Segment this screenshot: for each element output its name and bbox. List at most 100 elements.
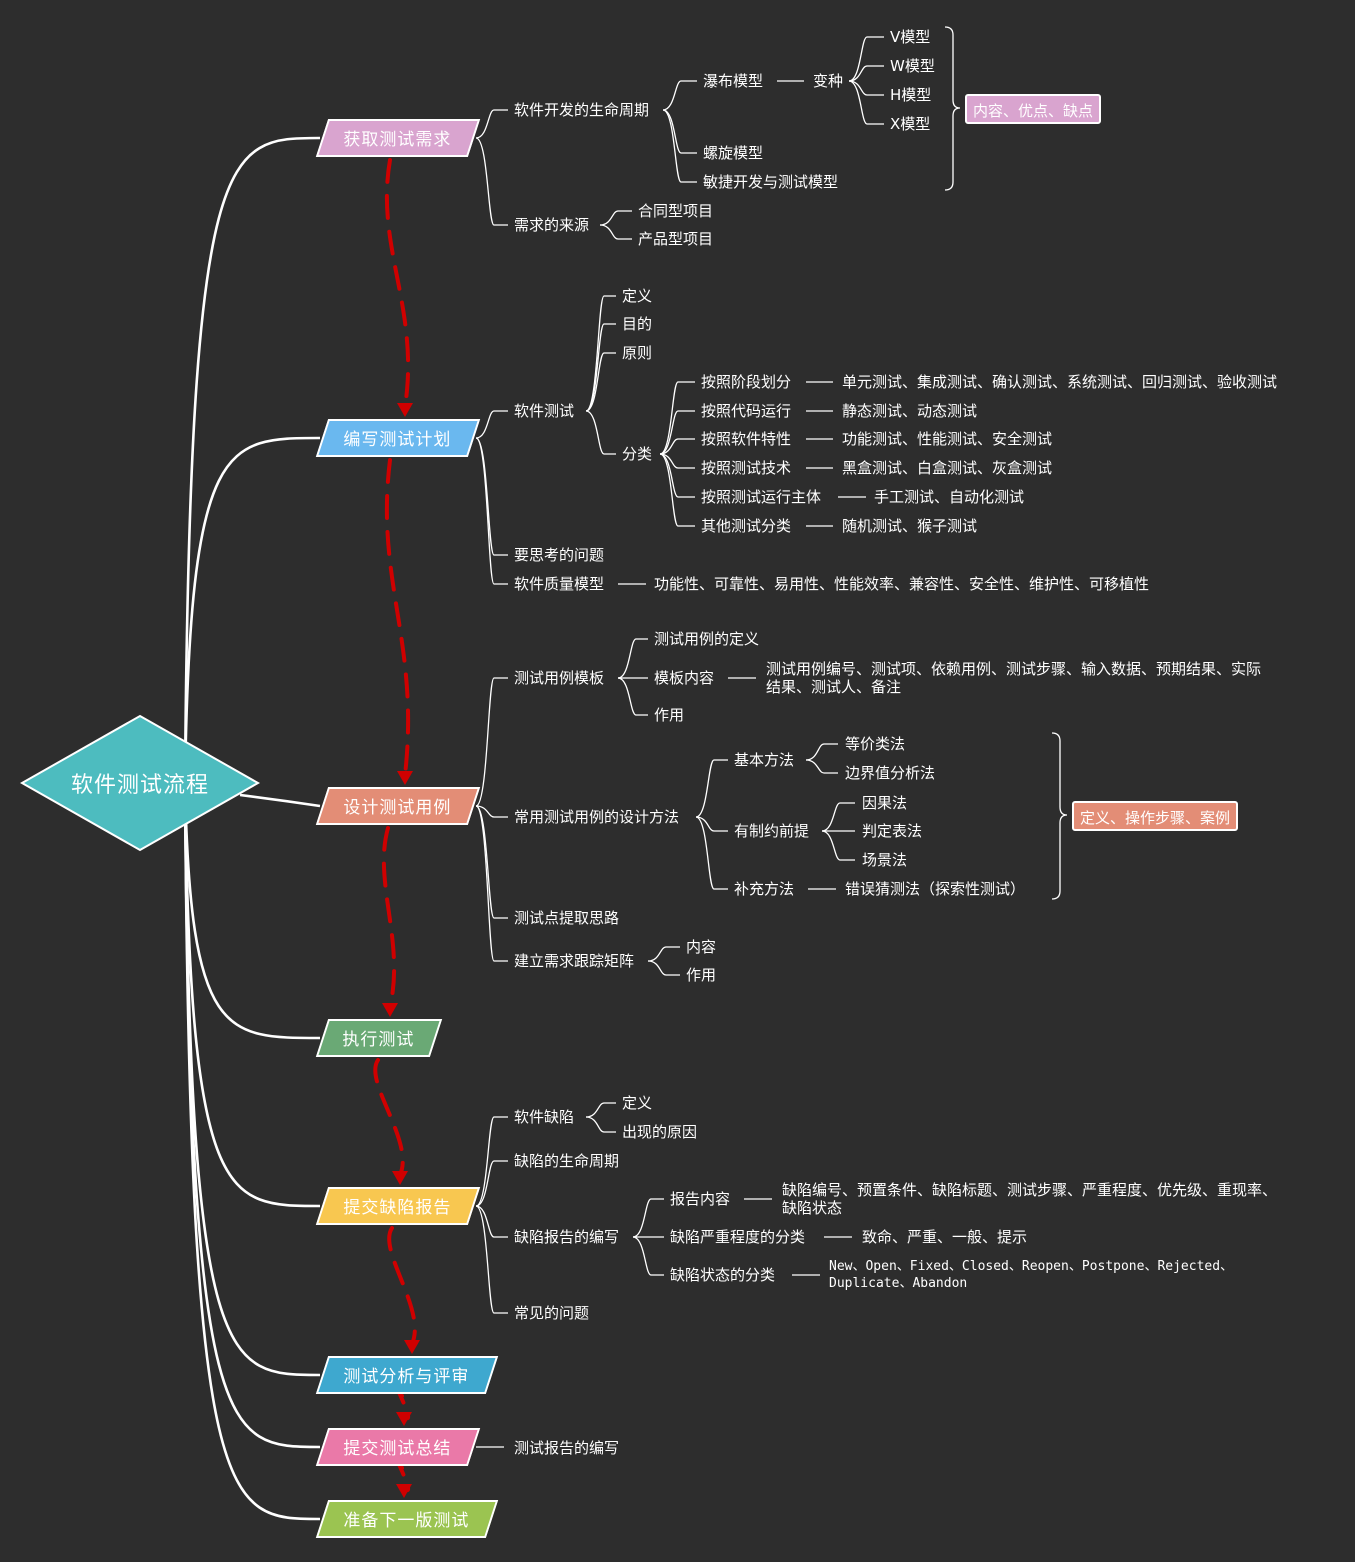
topic-w-model[interactable]: W模型 — [890, 57, 935, 75]
topic-defect-def[interactable]: 定义 — [622, 1094, 653, 1112]
topic-principle[interactable]: 原则 — [622, 344, 653, 362]
basic-fork — [805, 743, 838, 761]
flow-arrow-line — [387, 1226, 417, 1346]
topic-agile[interactable]: 敏捷开发与测试模型 — [703, 173, 839, 191]
topic-error-guess[interactable]: 错误猜测法（探索性测试） — [845, 880, 1026, 898]
topic-quality-model[interactable]: 软件质量模型 — [514, 575, 605, 593]
topic-template-content-values[interactable]: 测试用例编号、测试项、依赖用例、测试步骤、输入数据、预期结果、实际结果、测试人、… — [766, 660, 1262, 696]
methods-brace — [1051, 732, 1068, 900]
stage5-fork — [475, 1160, 508, 1207]
stage-submit-defect-report[interactable]: 提交缺陷报告 — [315, 1187, 481, 1225]
topic-basic[interactable]: 基本方法 — [734, 751, 795, 769]
topic-methods[interactable]: 常用测试用例的设计方法 — [514, 808, 680, 826]
topic-supplement[interactable]: 补充方法 — [734, 880, 795, 898]
topic-by-code[interactable]: 按照代码运行 — [701, 402, 792, 420]
root-link — [183, 782, 321, 1521]
rtm-fork — [647, 946, 680, 962]
stage-analysis-review[interactable]: 测试分析与评审 — [315, 1356, 499, 1394]
topic-product[interactable]: 产品型项目 — [638, 230, 714, 248]
stage2-fork — [475, 410, 508, 439]
topic-decision-table[interactable]: 判定表法 — [862, 822, 923, 840]
topic-by-tech[interactable]: 按照测试技术 — [701, 459, 792, 477]
topic-defect-cause[interactable]: 出现的原因 — [622, 1123, 698, 1141]
topic-status[interactable]: 缺陷状态的分类 — [670, 1266, 776, 1284]
root-link — [239, 793, 321, 808]
topic-questions[interactable]: 要思考的问题 — [514, 546, 605, 564]
topic-lifecycle[interactable]: 软件开发的生命周期 — [514, 101, 650, 119]
topic-report-content[interactable]: 报告内容 — [670, 1190, 731, 1208]
flow-arrow-head — [397, 771, 413, 785]
stage-execute-tests[interactable]: 执行测试 — [315, 1019, 443, 1057]
topic-by-subject-values[interactable]: 手工测试、自动化测试 — [874, 488, 1025, 506]
topic-cause-effect[interactable]: 因果法 — [862, 794, 908, 812]
topic-summary-report[interactable]: 测试报告的编写 — [514, 1439, 620, 1457]
topic-template-def[interactable]: 测试用例的定义 — [654, 630, 760, 648]
topic-purpose[interactable]: 目的 — [622, 315, 653, 333]
topic-status-values[interactable]: New、Open、Fixed、Closed、Reopen、Postpone、Re… — [829, 1259, 1234, 1291]
topic-variants[interactable]: 变种 — [813, 72, 844, 90]
stage5-fork — [475, 1205, 508, 1314]
stage3-fork — [475, 677, 508, 807]
topic-severity[interactable]: 缺陷严重程度的分类 — [670, 1228, 806, 1246]
root-diamond[interactable] — [19, 714, 261, 852]
topic-test-points[interactable]: 测试点提取思路 — [514, 909, 620, 927]
topic-severity-values[interactable]: 致命、严重、一般、提示 — [862, 1228, 1028, 1246]
constrained-fork — [821, 830, 855, 861]
topic-spiral[interactable]: 螺旋模型 — [703, 144, 764, 162]
stage1-fork — [475, 109, 508, 139]
topic-x-model[interactable]: X模型 — [890, 115, 931, 133]
flow-arrow-line — [373, 1058, 405, 1177]
root-topic[interactable]: 软件测试流程 — [70, 773, 209, 798]
software-test-fork — [585, 410, 616, 455]
topic-report-writing[interactable]: 缺陷报告的编写 — [514, 1228, 620, 1246]
topic-template[interactable]: 测试用例模板 — [514, 669, 605, 687]
topic-quality-model-values[interactable]: 功能性、可靠性、易用性、性能效率、兼容性、安全性、维护性、可移植性 — [654, 575, 1150, 593]
topic-req-source[interactable]: 需求的来源 — [514, 216, 590, 234]
stage-write-test-plan[interactable]: 编写测试计划 — [315, 419, 481, 457]
topic-defect-lifecycle[interactable]: 缺陷的生命周期 — [514, 1152, 620, 1170]
lifecycle-fork — [662, 109, 697, 183]
topic-rtm-content[interactable]: 内容 — [686, 938, 717, 956]
topic-rtm-use[interactable]: 作用 — [686, 966, 717, 984]
topic-definition[interactable]: 定义 — [622, 287, 653, 305]
root-link — [183, 782, 321, 1040]
topic-constrained[interactable]: 有制约前提 — [734, 822, 810, 840]
stage-design-test-cases[interactable]: 设计测试用例 — [315, 787, 481, 825]
flow-arrow-line — [381, 826, 397, 1009]
tag-content-pros-cons[interactable]: 内容、优点、缺点 — [965, 94, 1102, 124]
topic-report-content-values[interactable]: 缺陷编号、预置条件、缺陷标题、测试步骤、严重程度、优先级、重现率、缺陷状态 — [782, 1181, 1278, 1217]
topic-by-stage-values[interactable]: 单元测试、集成测试、确认测试、系统测试、回归测试、验收测试 — [842, 373, 1278, 391]
stage-get-requirements[interactable]: 获取测试需求 — [315, 119, 481, 157]
template-fork — [617, 638, 648, 679]
topic-v-model[interactable]: V模型 — [890, 28, 931, 46]
defect-fork — [585, 1102, 616, 1118]
topic-other[interactable]: 其他测试分类 — [701, 517, 792, 535]
topic-boundary[interactable]: 边界值分析法 — [845, 764, 936, 782]
category-fork — [659, 410, 695, 455]
topic-other-values[interactable]: 随机测试、猴子测试 — [842, 517, 978, 535]
stage-prepare-next[interactable]: 准备下一版测试 — [315, 1500, 499, 1538]
topic-template-use[interactable]: 作用 — [654, 706, 685, 724]
topic-contract[interactable]: 合同型项目 — [638, 202, 714, 220]
topic-by-stage[interactable]: 按照阶段划分 — [701, 373, 792, 391]
topic-defect[interactable]: 软件缺陷 — [514, 1108, 575, 1126]
software-test-fork — [585, 352, 616, 412]
topic-equivalence[interactable]: 等价类法 — [845, 735, 906, 753]
template-fork — [617, 677, 648, 716]
stage-submit-summary[interactable]: 提交测试总结 — [315, 1428, 481, 1466]
topic-scenario[interactable]: 场景法 — [862, 851, 908, 869]
topic-rtm[interactable]: 建立需求跟踪矩阵 — [514, 952, 635, 970]
topic-h-model[interactable]: H模型 — [890, 86, 932, 104]
topic-by-subject[interactable]: 按照测试运行主体 — [701, 488, 822, 506]
topic-by-feature-values[interactable]: 功能测试、性能测试、安全测试 — [842, 430, 1053, 448]
topic-template-content[interactable]: 模板内容 — [654, 669, 715, 687]
tag-definition-steps-cases[interactable]: 定义、操作步骤、案例 — [1072, 801, 1239, 831]
topic-by-feature[interactable]: 按照软件特性 — [701, 430, 792, 448]
topic-by-tech-values[interactable]: 黑盒测试、白盒测试、灰盒测试 — [842, 459, 1053, 477]
topic-by-code-values[interactable]: 静态测试、动态测试 — [842, 402, 978, 420]
topic-waterfall[interactable]: 瀑布模型 — [703, 72, 764, 90]
topic-software-test[interactable]: 软件测试 — [514, 402, 575, 420]
topic-category[interactable]: 分类 — [622, 445, 653, 463]
topic-common-issues[interactable]: 常见的问题 — [514, 1304, 590, 1322]
constrained-fork — [821, 802, 855, 832]
